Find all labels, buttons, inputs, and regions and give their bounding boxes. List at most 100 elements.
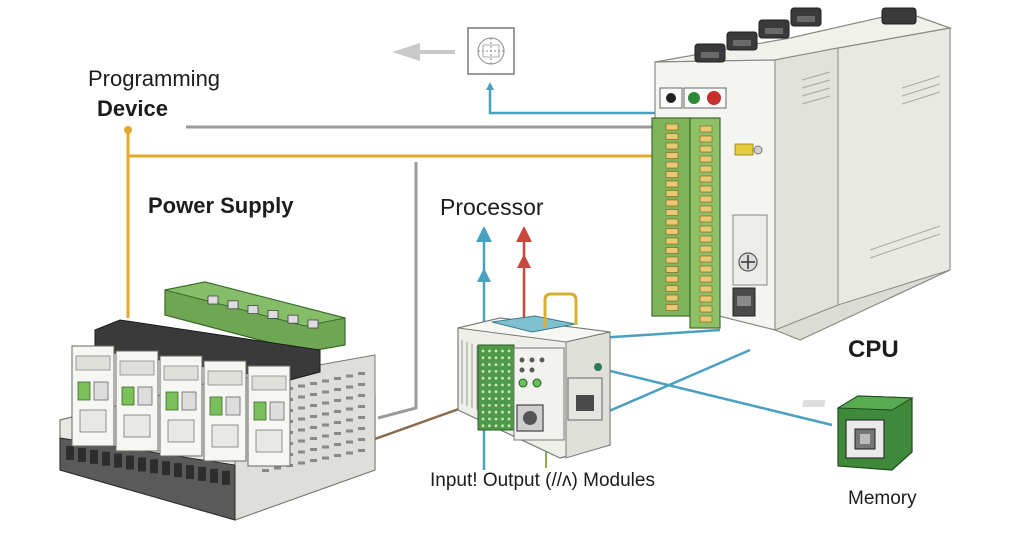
cpu-terminal: [699, 135, 713, 143]
yellow-node: [124, 126, 132, 134]
cpu-terminal: [665, 123, 679, 131]
psu-vent: [358, 449, 365, 452]
io-dot: [494, 390, 498, 394]
connection-lines: [124, 88, 833, 442]
psu-terminal: [102, 451, 110, 466]
cpu-terminal: [665, 209, 679, 216]
gray-line-drop: [377, 162, 418, 420]
io-dot: [507, 390, 511, 394]
cpu-terminal: [699, 255, 713, 263]
cpu-terminal: [699, 235, 713, 243]
psu-vent: [346, 429, 353, 433]
io-dot: [501, 370, 504, 373]
arrow-up-icon: [486, 82, 494, 90]
psu-modules: [71, 345, 291, 467]
io-dot: [494, 410, 498, 414]
psu-terminal: [66, 446, 74, 460]
psu-vent: [322, 423, 329, 427]
psu-vent: [310, 426, 317, 429]
psu-terminal: [78, 447, 86, 462]
io-dot: [507, 417, 511, 421]
psu-vent: [322, 390, 329, 394]
psu-vent: [310, 393, 317, 396]
cpu-terminal: [699, 205, 713, 213]
cpu-terminal: [665, 266, 679, 273]
io-dot: [501, 404, 504, 407]
cpu-terminal: [699, 315, 713, 323]
cpu-terminal: [665, 142, 679, 150]
psu-terminal: [150, 459, 158, 474]
psu-vent: [298, 406, 305, 410]
cpu-terminal: [699, 245, 713, 253]
psu-vent: [334, 443, 341, 446]
io-dot: [507, 424, 511, 428]
programming-device-label-line1: Programming: [88, 66, 221, 91]
io-dot: [494, 417, 498, 421]
io-dot: [488, 356, 491, 360]
cpu-terminal: [665, 152, 679, 159]
cpu-terminal: [699, 305, 713, 313]
psu-vent: [274, 466, 281, 470]
io-dot: [481, 383, 485, 387]
psu-vent: [298, 395, 305, 399]
io-dot: [494, 356, 498, 360]
io-dot: [488, 390, 491, 394]
io-dot: [488, 424, 491, 428]
psu-vent: [358, 416, 365, 419]
cpu-terminal: [665, 171, 679, 178]
cpu-terminal: [665, 304, 679, 311]
psu-vent: [310, 415, 317, 418]
io-dot: [507, 410, 511, 414]
processor-label: Processor: [440, 194, 544, 220]
io-dot: [507, 404, 511, 407]
cpu-unit: [651, 7, 953, 341]
psu-vent: [262, 469, 269, 472]
cpu-terminal: [665, 228, 679, 235]
cpu-terminal: [699, 295, 713, 303]
psu-vent: [358, 383, 365, 386]
cpu-terminal: [699, 195, 713, 203]
psu-vent: [346, 407, 353, 411]
io-dot: [481, 410, 485, 414]
io-dot: [501, 376, 504, 380]
chip-diagram-icon: [467, 27, 515, 75]
io-dot: [507, 370, 511, 373]
psu-vent: [310, 404, 317, 407]
psu-terminal: [198, 466, 206, 481]
io-dot: [481, 417, 485, 421]
io-dot: [488, 410, 491, 414]
psu-vent: [334, 377, 341, 380]
io-module: [457, 292, 611, 459]
power-supply-unit: [59, 281, 376, 521]
io-dot: [494, 383, 498, 387]
psu-vent: [346, 396, 353, 400]
programming-device-label-line2: Device: [97, 96, 168, 121]
psu-green-screws: [207, 295, 319, 329]
io-dot: [501, 410, 504, 414]
blue-line-io-cpu2: [599, 348, 751, 417]
blue-line-io-cpu: [597, 328, 721, 340]
psu-terminal: [222, 470, 230, 485]
io-dot: [507, 383, 511, 387]
psu-screw: [247, 305, 259, 315]
cpu-terminal: [699, 225, 713, 233]
cpu-terminal: [699, 165, 713, 173]
psu-vent: [298, 450, 305, 454]
io-dot: [494, 349, 498, 353]
cpu-terminal: [665, 161, 679, 169]
io-dot: [488, 383, 491, 387]
psu-vent: [358, 427, 365, 430]
psu-vent: [358, 394, 365, 397]
cpu-terminal: [699, 185, 713, 193]
io-dot: [507, 397, 511, 400]
psu-vent: [322, 412, 329, 416]
io-dot: [494, 397, 498, 400]
io-dot: [488, 376, 491, 380]
psu-vent: [358, 438, 365, 441]
psu-vent: [346, 451, 353, 455]
psu-vent: [310, 437, 317, 440]
cpu-terminal: [665, 133, 679, 140]
psu-screw: [207, 295, 219, 305]
